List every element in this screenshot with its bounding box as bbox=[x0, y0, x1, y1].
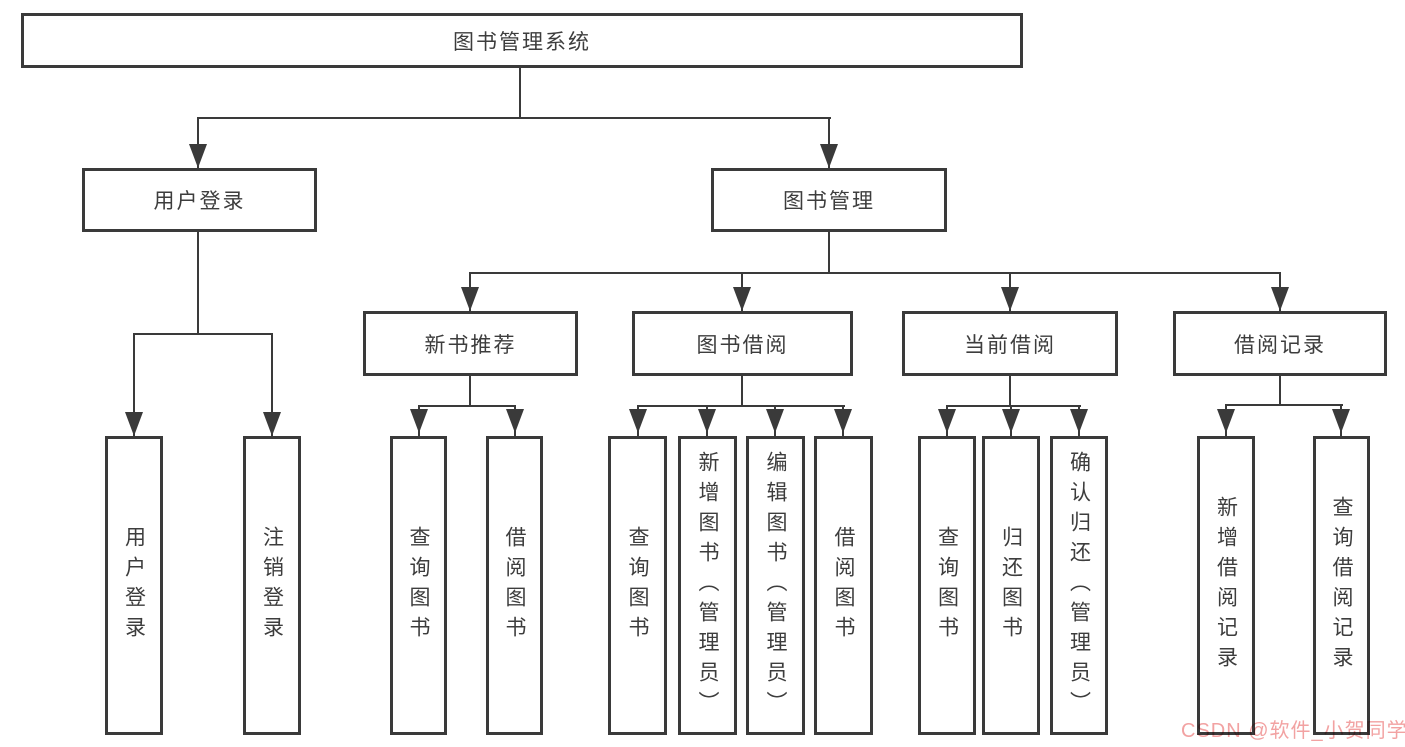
connector-borrow-rail bbox=[637, 405, 845, 407]
node-book-management-label: 图书管理 bbox=[783, 190, 875, 213]
leaf-add-borrow-record-label: 新增借阅记录 bbox=[1214, 495, 1238, 676]
leaf-user-login-label: 用户登录 bbox=[122, 525, 146, 646]
arrow-down-icon bbox=[629, 409, 647, 433]
leaf-borrow-books-recommend-label: 借阅图书 bbox=[503, 525, 526, 646]
leaf-borrow-books: 借阅图书 bbox=[814, 436, 873, 735]
leaf-query-borrow-record: 查询借阅记录 bbox=[1313, 436, 1370, 735]
arrow-down-icon bbox=[1001, 287, 1019, 311]
arrow-down-icon bbox=[1002, 409, 1020, 433]
arrow-down-icon bbox=[834, 409, 852, 433]
leaf-user-login: 用户登录 bbox=[105, 436, 163, 735]
arrow-down-icon bbox=[263, 412, 281, 436]
connector-login-drop-2 bbox=[271, 333, 273, 436]
arrow-down-icon bbox=[1271, 287, 1289, 311]
node-user-login: 用户登录 bbox=[82, 168, 317, 232]
arrow-down-icon bbox=[1332, 409, 1350, 433]
arrow-down-icon bbox=[820, 144, 838, 168]
leaf-logout-label: 注销登录 bbox=[260, 525, 284, 646]
arrow-down-icon bbox=[410, 409, 428, 433]
arrow-down-icon bbox=[1217, 409, 1235, 433]
leaf-add-book-admin: 新增图书（管理员） bbox=[678, 436, 737, 735]
connector-root-drop-right bbox=[828, 117, 830, 168]
leaf-query-books-recommend: 查询图书 bbox=[390, 436, 447, 735]
connector-record-rail bbox=[1225, 404, 1343, 406]
node-user-login-label: 用户登录 bbox=[153, 190, 246, 213]
connector-borrow-stem bbox=[741, 375, 743, 407]
leaf-query-books-current: 查询图书 bbox=[918, 436, 976, 735]
connector-current-rail bbox=[946, 405, 1081, 407]
connector-current-stem bbox=[1009, 375, 1011, 407]
node-root-label: 图书管理系统 bbox=[453, 30, 591, 54]
node-book-borrow: 图书借阅 bbox=[632, 311, 853, 376]
connector-rec-stem bbox=[469, 375, 471, 407]
csdn-watermark: CSDN @软件_小贺同学 bbox=[1181, 720, 1405, 742]
arrow-down-icon bbox=[461, 287, 479, 311]
arrow-down-icon bbox=[938, 409, 956, 433]
leaf-return-book: 归还图书 bbox=[982, 436, 1040, 735]
arrow-down-icon bbox=[698, 409, 716, 433]
leaf-add-borrow-record: 新增借阅记录 bbox=[1197, 436, 1255, 735]
node-root: 图书管理系统 bbox=[21, 13, 1023, 68]
connector-login-stem bbox=[197, 232, 199, 335]
connector-rec-rail bbox=[418, 405, 516, 407]
connector-root-rail bbox=[197, 117, 831, 119]
node-new-book-recommend-label: 新书推荐 bbox=[424, 333, 517, 357]
connector-mgmt-stem bbox=[828, 232, 830, 274]
arrow-down-icon bbox=[1070, 409, 1088, 433]
leaf-confirm-return-admin: 确认归还（管理员） bbox=[1050, 436, 1108, 735]
arrow-down-icon bbox=[766, 409, 784, 433]
connector-root-drop-left bbox=[197, 117, 199, 168]
leaf-add-book-admin-label: 新增图书（管理员） bbox=[696, 450, 719, 721]
connector-login-drop-1 bbox=[133, 333, 135, 436]
connector-root-stem bbox=[519, 67, 521, 118]
leaf-edit-book-admin-label: 编辑图书（管理员） bbox=[764, 450, 787, 721]
node-new-book-recommend: 新书推荐 bbox=[363, 311, 578, 376]
node-book-borrow-label: 图书借阅 bbox=[696, 333, 789, 357]
leaf-return-book-label: 归还图书 bbox=[999, 525, 1023, 646]
leaf-query-borrow-record-label: 查询借阅记录 bbox=[1330, 495, 1353, 676]
leaf-edit-book-admin: 编辑图书（管理员） bbox=[746, 436, 805, 735]
node-current-borrow: 当前借阅 bbox=[902, 311, 1118, 376]
node-borrow-record-label: 借阅记录 bbox=[1234, 333, 1326, 357]
arrow-down-icon bbox=[189, 144, 207, 168]
node-borrow-record: 借阅记录 bbox=[1173, 311, 1387, 376]
leaf-query-books-borrow-label: 查询图书 bbox=[626, 525, 649, 646]
node-current-borrow-label: 当前借阅 bbox=[964, 333, 1056, 357]
connector-login-rail bbox=[133, 333, 273, 335]
leaf-confirm-return-admin-label: 确认归还（管理员） bbox=[1067, 450, 1091, 721]
node-book-management: 图书管理 bbox=[711, 168, 947, 232]
leaf-borrow-books-label: 借阅图书 bbox=[832, 525, 855, 646]
arrow-down-icon bbox=[125, 412, 143, 436]
connector-mgmt-rail bbox=[469, 272, 1281, 274]
leaf-query-books-current-label: 查询图书 bbox=[935, 525, 959, 646]
connector-record-stem bbox=[1279, 375, 1281, 406]
arrow-down-icon bbox=[506, 409, 524, 433]
leaf-query-books-recommend-label: 查询图书 bbox=[407, 525, 430, 646]
leaf-borrow-books-recommend: 借阅图书 bbox=[486, 436, 543, 735]
leaf-logout: 注销登录 bbox=[243, 436, 301, 735]
leaf-query-books-borrow: 查询图书 bbox=[608, 436, 667, 735]
arrow-down-icon bbox=[733, 287, 751, 311]
